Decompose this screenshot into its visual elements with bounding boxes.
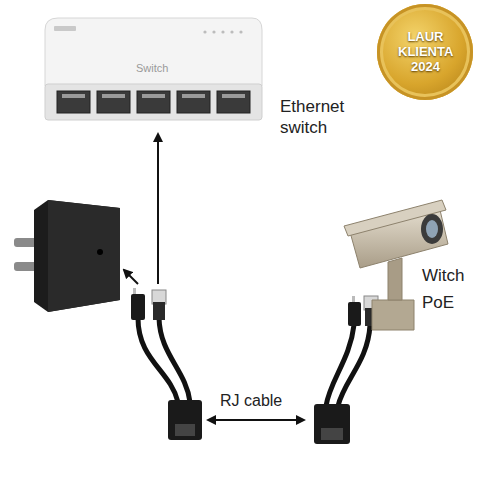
- device-heading: Ethernet switch: [280, 96, 344, 139]
- badge-text: LAUR KLIENTA 2024: [398, 30, 453, 75]
- ethernet-switch: SwitchEthernet switch: [40, 12, 265, 122]
- cable-label: RJ cable: [218, 392, 284, 410]
- power-adapter: [14, 200, 120, 312]
- device-label: Switch: [136, 62, 168, 74]
- device-heading: Witch PoE: [422, 262, 465, 316]
- switch-drawing: [45, 18, 262, 120]
- poe-splitter-left: [131, 288, 202, 440]
- poe-splitter-right: [314, 296, 378, 444]
- poe-camera: Witch PoE: [340, 200, 472, 335]
- award-badge: LAUR KLIENTA 2024: [377, 4, 473, 100]
- arrows: [124, 134, 304, 420]
